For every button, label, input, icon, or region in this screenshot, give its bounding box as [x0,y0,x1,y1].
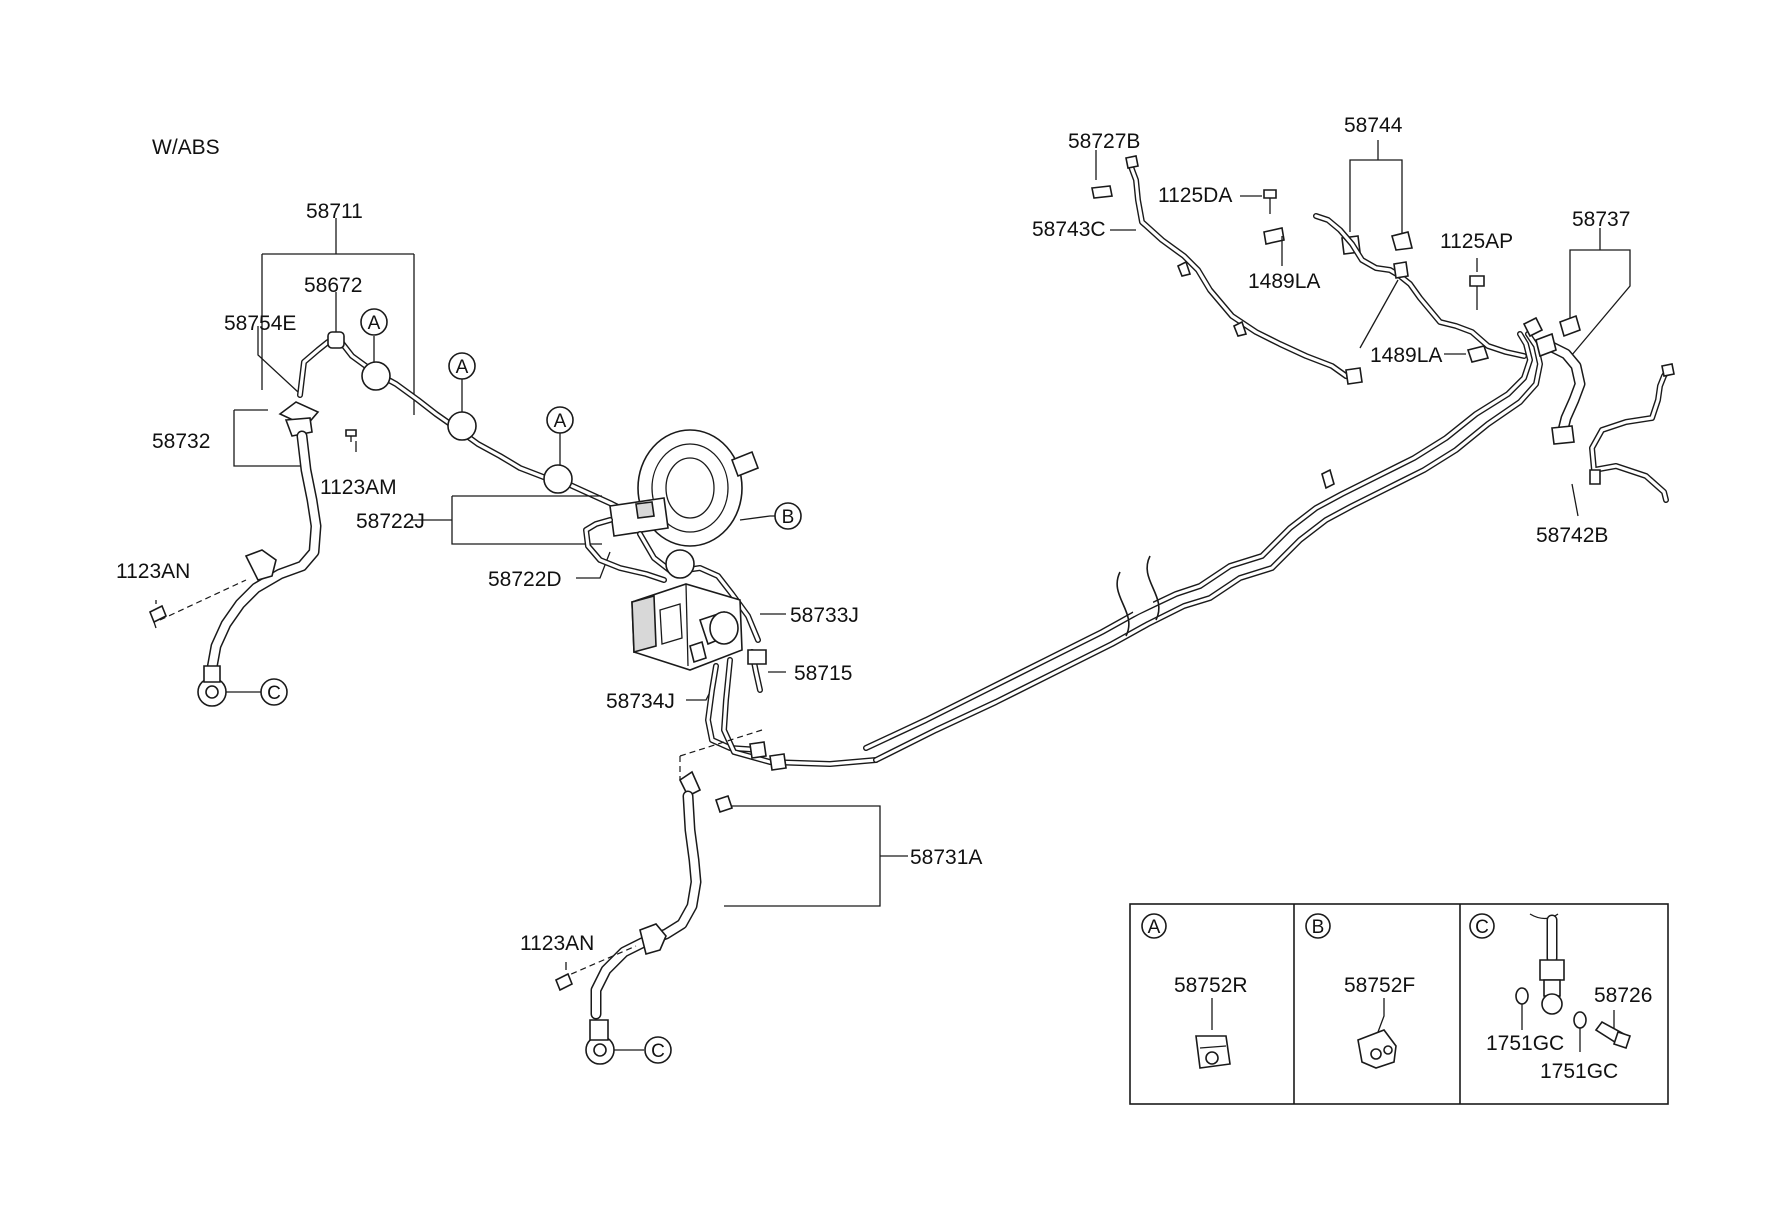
detail-panel-b: B 58752F [1305,913,1415,1069]
label-58752r: 58752R [1174,974,1248,997]
label-58734j: 58734J [606,690,675,713]
label-58727b: 58727B [1068,130,1140,153]
svg-text:C: C [1475,917,1489,938]
svg-text:C: C [267,683,281,704]
svg-text:A: A [554,411,567,432]
svg-text:B: B [1312,917,1325,938]
label-58754e: 58754E [224,312,296,335]
label-58742b: 58742B [1536,524,1608,547]
svg-text:C: C [651,1041,665,1062]
label-58711: 58711 [306,200,363,223]
label-58722j: 58722J [356,510,425,533]
callout-a-2: A [448,352,476,380]
label-58715: 58715 [794,662,852,685]
callout-a-3: A [546,406,574,434]
label-58733j: 58733J [790,604,859,627]
label-1125da: 1125DA [1158,184,1232,207]
svg-text:A: A [1148,917,1161,938]
label-58743c: 58743C [1032,218,1106,241]
svg-text:A: A [456,357,469,378]
right-rear-hose-assembly [1535,228,1675,517]
label-1125ap: 1125AP [1440,230,1513,253]
detail-panel-group [1129,903,1669,1105]
detail-panel-a: A 58752R [1141,913,1248,1069]
booster-and-abs-unit [412,429,879,780]
label-58732: 58732 [152,430,210,453]
svg-text:A: A [368,313,381,334]
left-rear-hose-assembly [554,770,908,1065]
label-1123an-lower: 1123AN [520,932,594,955]
label-1751gc-1: 1751GC [1486,1032,1564,1055]
callout-c-2: C [644,1036,672,1064]
label-1751gc-2: 1751GC [1540,1060,1618,1083]
rear-brake-line [863,316,1544,763]
left-front-hose-assembly [148,218,635,707]
svg-text:B: B [782,507,795,528]
label-1123am: 1123AM [320,476,397,499]
callout-a-1: A [360,308,388,336]
variant-label: W/ABS [152,136,220,159]
right-upper-line-assembly [1091,140,1527,385]
label-1123an-upper: 1123AN [116,560,190,583]
label-58731a: 58731A [910,846,982,869]
callout-c-1: C [260,678,288,706]
label-58672: 58672 [304,274,362,297]
label-58752f: 58752F [1344,974,1415,997]
label-58737: 58737 [1572,208,1630,231]
label-1489la-upper: 1489LA [1248,270,1320,293]
label-58722d: 58722D [488,568,562,591]
label-58726: 58726 [1594,984,1652,1007]
callout-b: B [774,502,802,530]
label-58744: 58744 [1344,114,1403,137]
label-1489la-lower: 1489LA [1370,344,1442,367]
detail-panel-c: C 58726 1751GC 1751GC [1469,913,1652,1083]
